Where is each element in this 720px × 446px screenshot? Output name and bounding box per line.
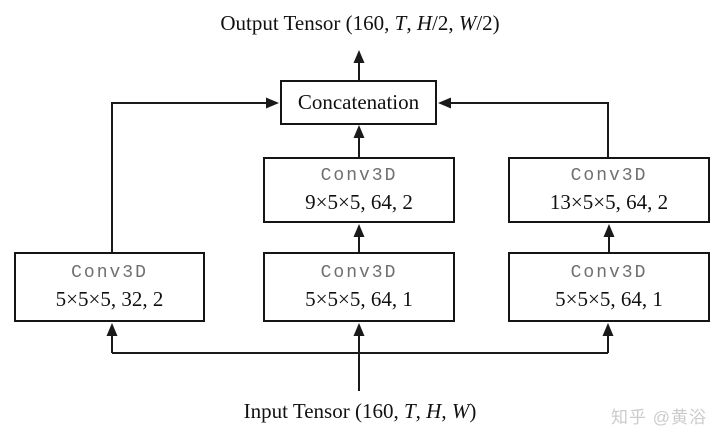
conv3d-box-right-bottom: Conv3D 5×5×5, 64, 1 [508,252,710,322]
label-segment-italic: H [416,11,432,35]
label-segment-italic: H [426,399,442,423]
conv3d-params-label: 13×5×5, 64, 2 [549,189,669,214]
conv3d-params-label: 5×5×5, 64, 1 [305,286,413,311]
arrow-rightbottom-to-righttop [603,224,615,252]
conv3d-box-mid-top: Conv3D 9×5×5, 64, 2 [263,157,455,223]
label-segment-italic: W [458,11,477,35]
conv3d-box-right-top: Conv3D 13×5×5, 64, 2 [508,157,710,223]
arrow-input-to-leftbottom [106,323,118,353]
arrow-input-to-midbottom [353,323,365,391]
arrow-rightbranch-to-concat [438,97,609,157]
conv3d-name-label: Conv3D [71,263,148,284]
conv3d-name-label: Conv3D [320,263,398,284]
conv3d-name-label: Conv3D [320,166,398,187]
arrow-concat-to-output [353,50,365,80]
label-segment: , [441,399,452,423]
label-segment: , [406,11,417,35]
conv3d-box-left-bottom: Conv3D 5×5×5, 32, 2 [14,252,205,322]
conv3d-box-mid-bottom: Conv3D 5×5×5, 64, 1 [263,252,455,322]
label-segment: Input Tensor (160, [243,399,404,423]
conv3d-name-label: Conv3D [570,263,648,284]
arrow-input-to-rightbottom [602,323,614,353]
concatenation-label: Concatenation [297,90,420,115]
arrow-midbottom-to-midtop [353,224,365,252]
arrow-leftbranch-to-concat [111,97,279,252]
watermark-text: 知乎 @黄浴 [611,408,707,427]
concatenation-box: Concatenation [280,80,437,125]
label-segment-italic: W [451,399,470,423]
arrow-midtop-to-concat [353,125,365,157]
label-segment: , [415,399,427,423]
conv3d-params-label: 9×5×5, 64, 2 [305,189,413,214]
conv3d-params-label: 5×5×5, 64, 1 [555,286,663,311]
conv3d-params-label: 5×5×5, 32, 2 [55,286,164,311]
label-segment-italic: T [394,11,407,35]
conv3d-name-label: Conv3D [570,166,648,187]
label-segment: Output Tensor (160, [220,11,395,35]
output-tensor-label: Output Tensor (160, T, H/2, W/2) [0,11,720,36]
label-segment: /2) [476,11,500,35]
label-segment-italic: T [403,399,416,423]
input-tensor-label: Input Tensor (160, T, H, W) [0,399,720,424]
label-segment: /2, [431,11,459,35]
label-segment: ) [469,399,477,423]
